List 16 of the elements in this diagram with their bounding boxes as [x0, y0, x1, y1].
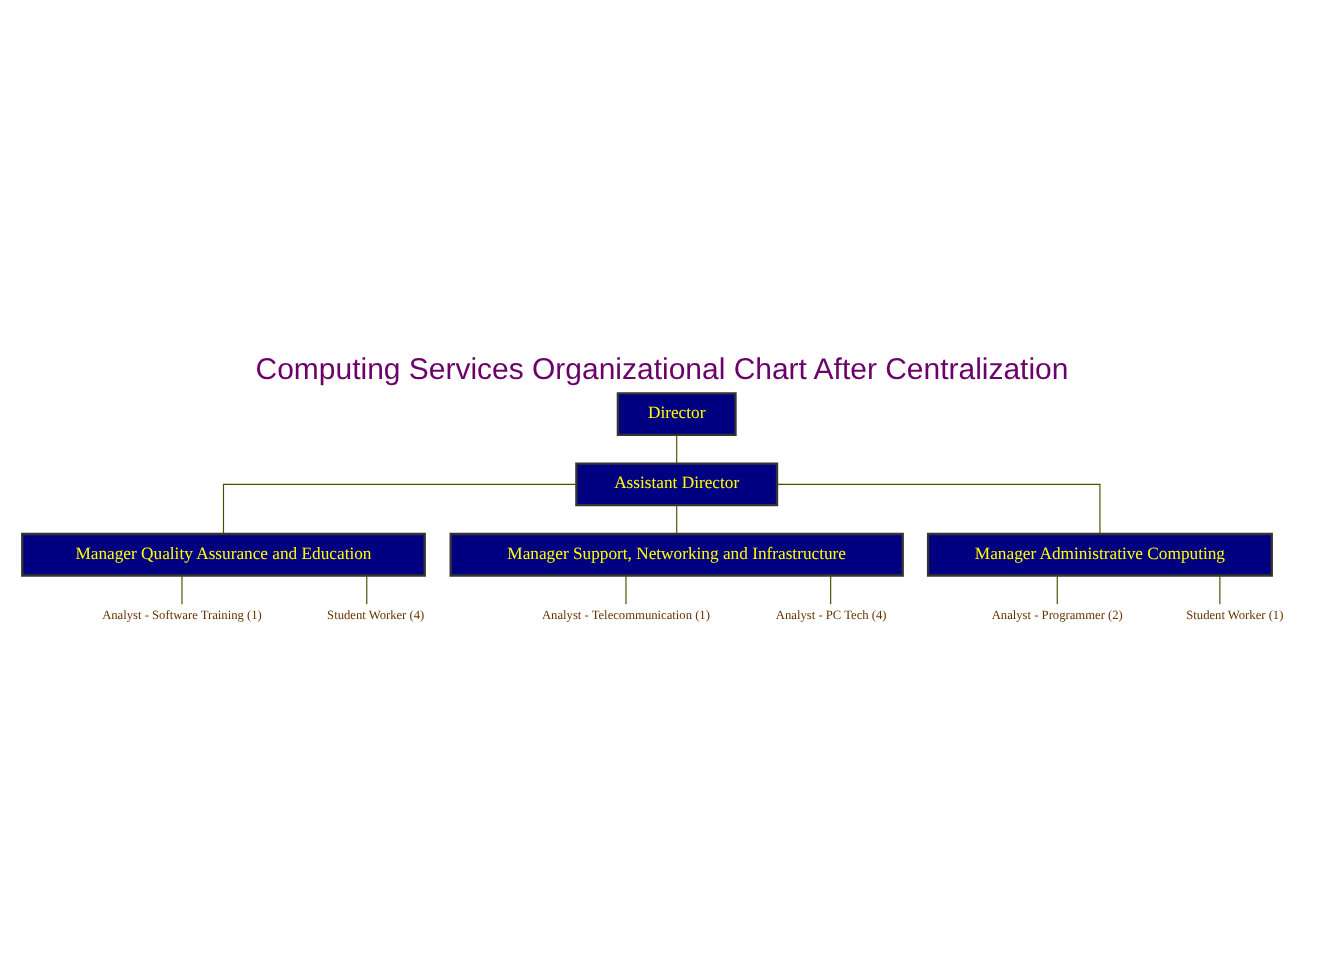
node-box: Manager Administrative Computing: [926, 532, 1273, 577]
connector: [676, 434, 678, 464]
connector: [625, 575, 627, 605]
node-box: Director: [616, 392, 737, 436]
diagram-title: Computing Services Organizational Chart After Centralization: [255, 353, 1069, 388]
node-box: Assistant Director: [575, 462, 779, 507]
connector: [830, 575, 832, 605]
connector: [1056, 575, 1058, 605]
connector: [181, 575, 183, 605]
connector: [222, 483, 577, 535]
connector: [676, 504, 678, 535]
node-box: Manager Quality Assurance and Education: [21, 532, 426, 577]
connector: [366, 575, 368, 605]
connector: [776, 483, 1101, 535]
connector: [1219, 575, 1221, 605]
node-box: Manager Support, Networking and Infrastructure: [449, 532, 904, 577]
